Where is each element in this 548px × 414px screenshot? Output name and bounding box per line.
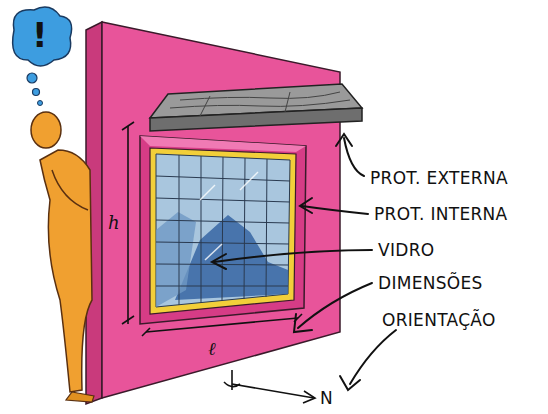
dimension-label: h <box>108 214 120 232</box>
dimension-label: ℓ <box>208 340 216 358</box>
glass-shine <box>200 172 258 260</box>
exclamation-mark: ! <box>32 18 48 52</box>
leader-arrows <box>212 134 396 390</box>
window-grid <box>156 155 290 305</box>
wall-face <box>102 22 340 398</box>
thought-bubble <box>13 7 72 105</box>
awning-edge <box>150 108 362 131</box>
window-recess <box>140 136 306 324</box>
dimension-lines <box>122 122 302 336</box>
north-label: N <box>320 390 333 407</box>
glass <box>156 154 290 307</box>
part-label: ORIENTAÇÃO <box>382 312 496 329</box>
window-frame <box>150 148 296 314</box>
glass-shade <box>156 212 196 307</box>
part-label: PROT. INTERNA <box>374 206 508 223</box>
person-figure <box>31 112 94 402</box>
part-label: VIDRO <box>378 242 434 259</box>
part-label: PROT. EXTERNA <box>370 170 508 187</box>
awning-texture <box>170 92 350 116</box>
part-label: DIMENSÕES <box>378 275 483 292</box>
orientation-arrow <box>224 370 315 403</box>
